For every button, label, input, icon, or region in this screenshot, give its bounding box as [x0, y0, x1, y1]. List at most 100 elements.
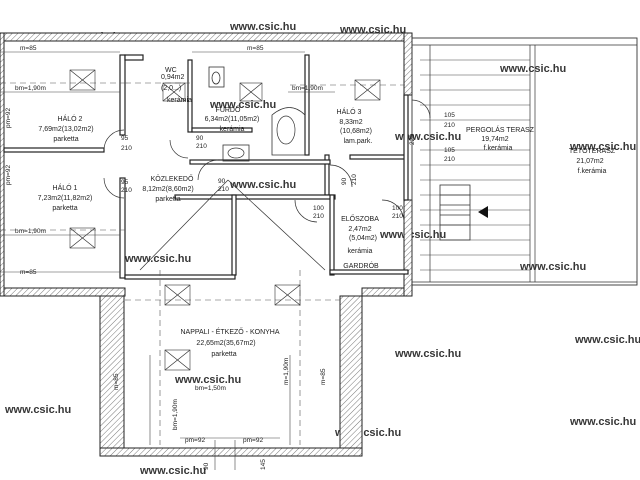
dim-label: bm=1,90m [15, 85, 46, 92]
watermark: www.csic.hu [379, 229, 446, 241]
window-marker [354, 79, 381, 101]
room-floor: kerámia [220, 126, 245, 133]
window-marker [164, 349, 191, 371]
room-nappali: NAPPALI - ÉTKEZŐ - KONYHA 22,65m2(35,67m… [180, 327, 279, 358]
interior-walls [3, 54, 409, 280]
dim-label: 145 [260, 459, 267, 470]
east-wall-upper [403, 32, 413, 96]
room-floor: parketta [52, 205, 77, 212]
dim-label: pm=92 [5, 165, 12, 185]
partition-kozlekedo-top [189, 159, 331, 165]
south-wall [99, 447, 363, 457]
dim-label: 210 [121, 187, 132, 194]
east-wall-lower-right [403, 199, 413, 297]
partition-nappali-top [124, 274, 236, 280]
dim-label: m=85 [20, 45, 37, 52]
door-swing [103, 177, 125, 199]
watermark: www.csic.hu [394, 131, 461, 143]
room-furdo: FÜRDŐ 6,34m2(11,05m2) kerámia [205, 105, 260, 133]
terrace-outline [411, 37, 638, 286]
partition-eloszoba-west [329, 194, 335, 276]
room-area: 0,94m2 [161, 74, 184, 81]
room-area: 7,69m2(13,02m2) [38, 126, 93, 133]
room-wc: WC 0,94m2 (2,0...) kerámia [161, 67, 192, 104]
dim-label: m=85 [113, 373, 120, 390]
window-marker [239, 82, 263, 102]
room-floor: kerámia [167, 97, 192, 104]
room-area: 19,74m2 [481, 136, 508, 143]
dim-label: 210 [313, 213, 324, 220]
partition-terrace-wall [403, 94, 409, 201]
doors [103, 99, 431, 223]
dim-label: pm=92 [185, 437, 205, 444]
watermark: www.csic.hu [519, 261, 586, 273]
partition-wc-furdo [187, 59, 193, 133]
window-marker [69, 227, 96, 249]
partition-furdo-halo3 [304, 54, 310, 156]
bathtub-icon [271, 107, 306, 156]
room-name: ELŐSZOBA [341, 214, 379, 223]
fixtures [208, 66, 306, 162]
partition-halo3-bottom [349, 154, 406, 160]
room-halo3: HÁLÓ 3 8,33m2 (10,68m2) lam.park. [337, 107, 373, 145]
window-marker [164, 284, 191, 306]
watermark: www.csic.hu [4, 404, 71, 416]
dim-label: 210 [444, 122, 455, 129]
watermark: www.csic.hu [209, 99, 276, 111]
dim-label: 210 [218, 186, 229, 193]
room-floor: kerámia [348, 248, 373, 255]
dim-label: m=85 [20, 269, 37, 276]
watermark: www.csic.hu [394, 348, 461, 360]
watermark: www.csic.hu [499, 63, 566, 75]
dim-label: m=85 [320, 368, 327, 385]
partition-halo1-east [119, 177, 126, 279]
east-wall-lower [339, 295, 363, 457]
partition-halo1-halo2 [3, 147, 105, 153]
watermark: www.csic.hu [174, 374, 241, 386]
dim-label: 95 [121, 179, 129, 186]
dim-label: 210 [351, 174, 358, 185]
dim-label: 210 [392, 213, 403, 220]
room-area: 8,33m2 [339, 119, 362, 126]
dim-label: 210 [121, 145, 132, 152]
terrace-stair [439, 184, 471, 241]
room-name: HÁLÓ 2 [58, 114, 83, 123]
window-marker [274, 284, 301, 306]
room-area: 21,07m2 [576, 158, 603, 165]
dim-label: bm=1,90m [172, 399, 179, 430]
south-wall-west [0, 287, 126, 297]
room-floor: lam.park. [344, 138, 373, 145]
room-area: 6,34m2(11,05m2) [205, 116, 260, 123]
toilet-icon [208, 66, 225, 88]
watermark-layer: www.csic.hu www.csic.hu www.csic.hu www.… [4, 21, 640, 477]
dim-label: m=85 [247, 45, 264, 52]
room-eloszoba: ELŐSZOBA 2,47m2 (5,04m2) kerámia GARDRÓB [341, 214, 379, 270]
watermark: www.csic.hu [229, 179, 296, 191]
room-area: 22,65m2(35,67m2) [196, 340, 255, 347]
dim-label: bm=1,90m [15, 228, 46, 235]
room-floor: parketta [155, 196, 180, 203]
room-kozlekedo: KÖZLEKEDŐ 8,12m2(8,60m2) parketta [142, 174, 194, 203]
room-tetoterasz: TETŐTERASZ 21,07m2 f.kerámia [569, 146, 616, 175]
door-swing [197, 159, 219, 181]
watermark: www.csic.hu [569, 416, 636, 428]
dim-label: 100 [313, 205, 324, 212]
dim-label: 210 [444, 156, 455, 163]
dim-label: bm=1,50m [195, 385, 226, 392]
dim-label: pm=92 [5, 108, 12, 128]
outer-walls [0, 32, 413, 457]
room-halo1: HÁLÓ 1 7,23m2(11,82m2) parketta [38, 183, 93, 212]
dim-label: 105 [444, 147, 455, 154]
window-markers [69, 69, 381, 371]
partition-furdo-bottom [191, 127, 253, 133]
room-name: FÜRDŐ [216, 105, 241, 114]
west-wall-lower [99, 295, 125, 457]
room-area-gross: (2,0...) [161, 85, 181, 92]
room-floor: parketta [211, 351, 236, 358]
dimension-lines [0, 51, 335, 470]
dim-label: 210 [196, 143, 207, 150]
watermark: www.csic.hu [574, 334, 640, 346]
door-swing [294, 199, 318, 223]
room-floor: parketta [53, 136, 78, 143]
